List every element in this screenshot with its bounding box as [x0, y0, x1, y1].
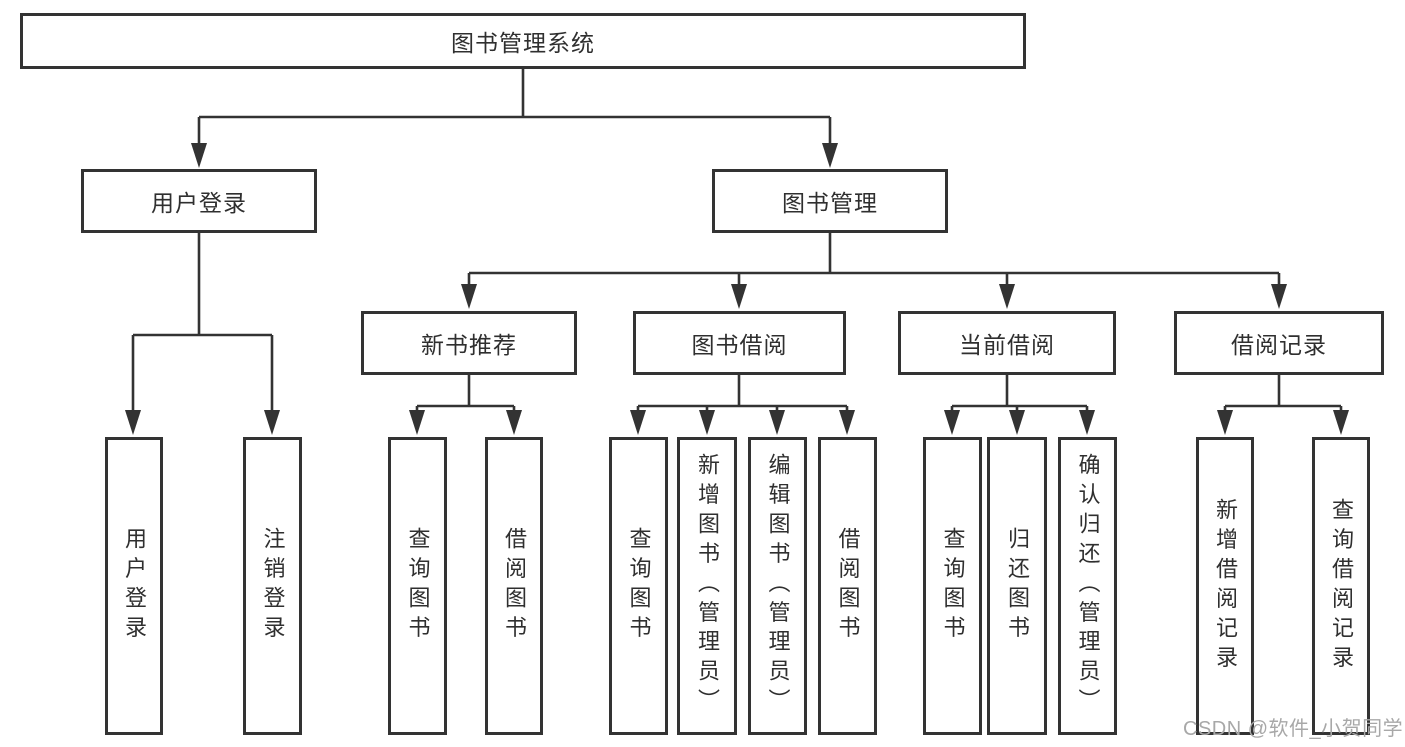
node-label: 图书管理系统 — [451, 30, 595, 56]
node-label: 查询图书 — [405, 527, 431, 645]
leaf-borrow-books-borrowing: 借阅图书 — [818, 437, 877, 735]
node-label: 查询图书 — [626, 527, 652, 645]
leaf-query-books-current: 查询图书 — [923, 437, 982, 735]
leaf-add-book-admin: 新增图书（管理员） — [677, 437, 737, 735]
leaf-user-login: 用户登录 — [105, 437, 163, 735]
node-label: 新增借阅记录 — [1213, 497, 1238, 675]
leaf-query-books-borrowing: 查询图书 — [609, 437, 668, 735]
node-label: 借阅记录 — [1231, 332, 1327, 358]
node-label: 借阅图书 — [502, 527, 527, 645]
node-book-management: 图书管理 — [712, 169, 948, 233]
csdn-watermark: CSDN @软件_小贺同学 — [1183, 718, 1404, 740]
leaf-query-borrow-record: 查询借阅记录 — [1312, 437, 1370, 735]
node-label: 图书借阅 — [691, 332, 788, 358]
leaf-edit-book-admin: 编辑图书（管理员） — [748, 437, 807, 735]
node-current-borrowing: 当前借阅 — [898, 311, 1116, 375]
node-label: 确认归还（管理员） — [1075, 453, 1101, 719]
node-user-login: 用户登录 — [81, 169, 317, 233]
node-book-borrowing: 图书借阅 — [633, 311, 846, 375]
leaf-return-books: 归还图书 — [987, 437, 1047, 735]
leaf-query-books-recommend: 查询图书 — [388, 437, 447, 735]
node-label: 新书推荐 — [421, 332, 517, 358]
node-label: 借阅图书 — [835, 527, 861, 645]
node-label: 归还图书 — [1005, 527, 1030, 645]
node-library-management-system: 图书管理系统 — [20, 13, 1026, 69]
node-label: 编辑图书（管理员） — [765, 453, 791, 719]
node-borrowing-records: 借阅记录 — [1174, 311, 1384, 375]
node-label: 用户登录 — [122, 527, 147, 645]
leaf-borrow-books-recommend: 借阅图书 — [485, 437, 543, 735]
leaf-logout: 注销登录 — [243, 437, 302, 735]
leaf-add-borrow-record: 新增借阅记录 — [1196, 437, 1254, 735]
node-label: 图书管理 — [782, 190, 878, 216]
node-label: 查询借阅记录 — [1329, 497, 1354, 675]
node-label: 注销登录 — [260, 527, 286, 645]
node-new-book-recommend: 新书推荐 — [361, 311, 577, 375]
node-label: 查询图书 — [940, 527, 966, 645]
node-label: 用户登录 — [151, 190, 247, 216]
node-label: 新增图书（管理员） — [695, 453, 720, 719]
node-label: 当前借阅 — [959, 332, 1055, 358]
leaf-confirm-return-admin: 确认归还（管理员） — [1058, 437, 1117, 735]
